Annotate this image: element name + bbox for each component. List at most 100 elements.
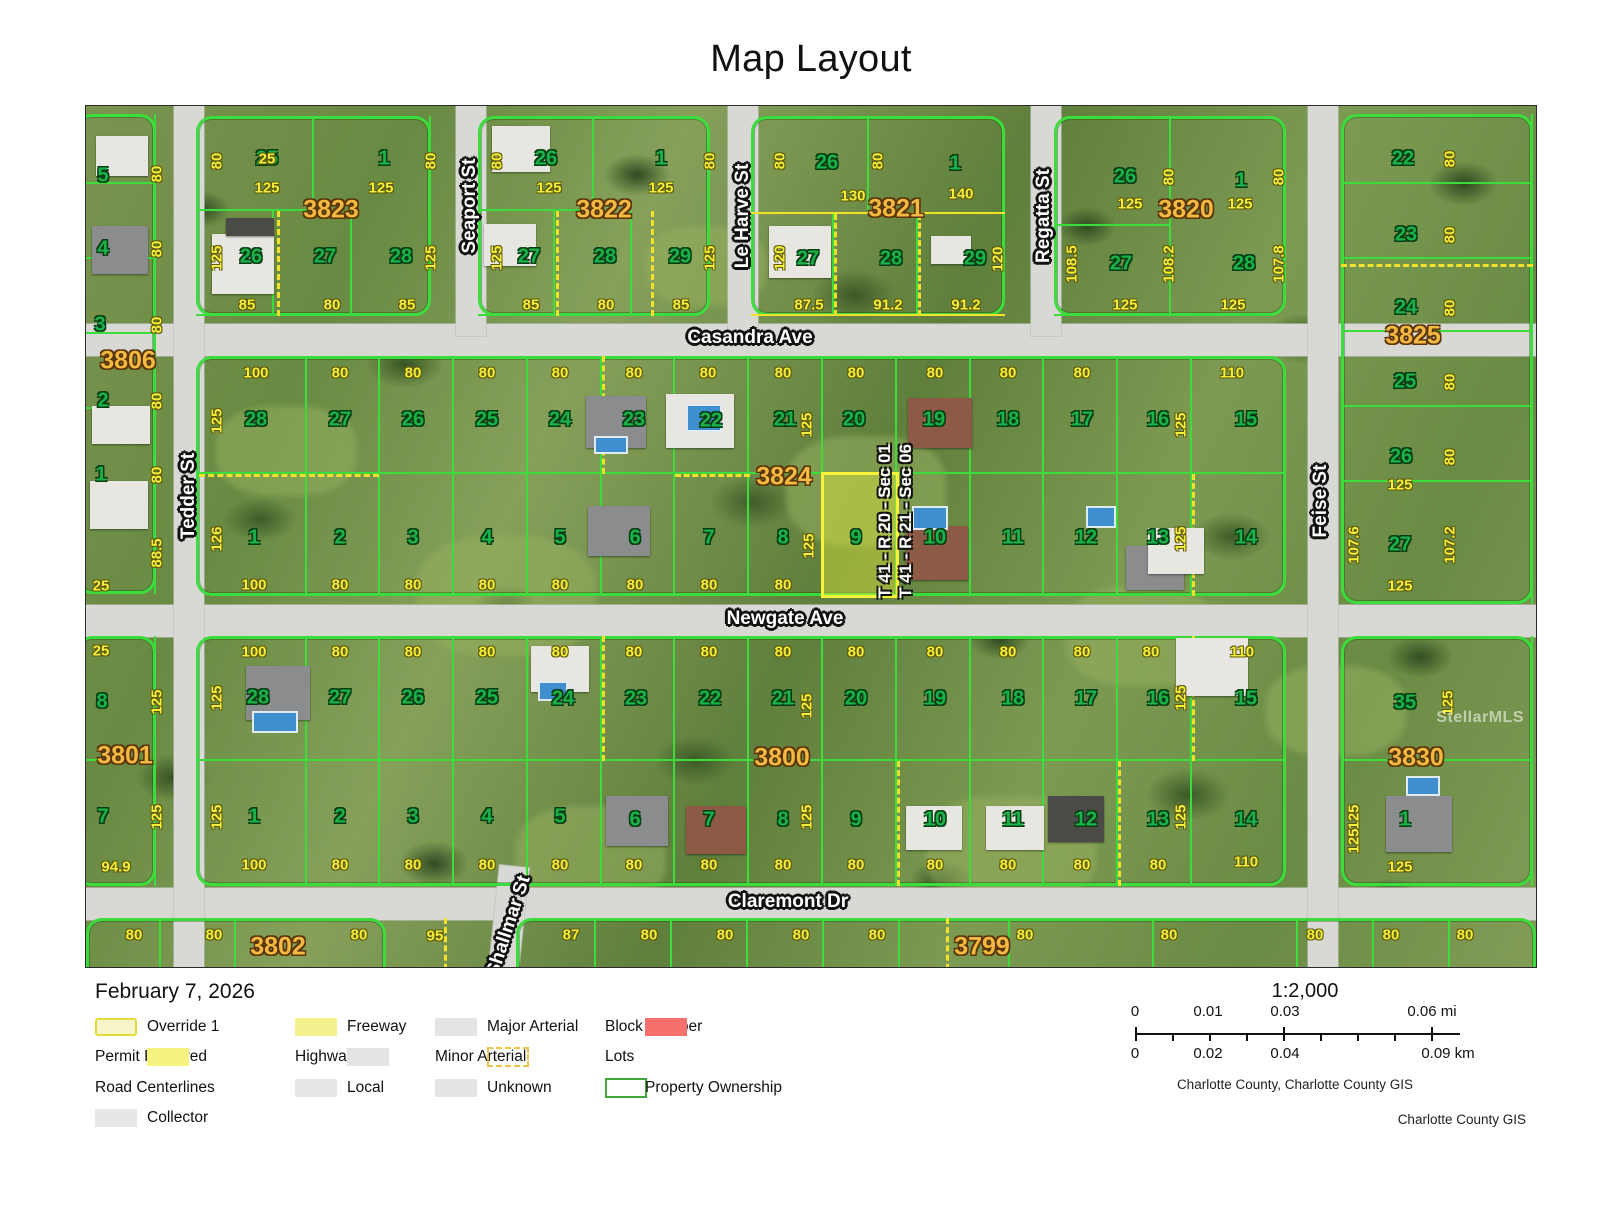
- scale-tick: [1135, 1027, 1137, 1041]
- scale-axis-line: [1135, 1033, 1460, 1035]
- scale-tick: [1172, 1033, 1174, 1041]
- parcel-divider: [823, 356, 897, 474]
- legend-label-local: Local: [347, 1079, 385, 1096]
- parcel-divider: [751, 116, 869, 214]
- parcel-divider: [307, 761, 380, 886]
- parcel-divider: [897, 636, 971, 761]
- parcel-divider: [1192, 761, 1286, 886]
- lot-boundary-dashed: [1341, 264, 1533, 267]
- parcel-divider: [602, 636, 675, 761]
- parcel-block-3802[interactable]: [86, 918, 386, 967]
- parcel-divider: [834, 214, 918, 316]
- parcel-divider: [454, 636, 528, 761]
- subject-lot-highlight[interactable]: [821, 472, 899, 598]
- parcel-divider: [1054, 226, 1171, 316]
- legend-label-highway: Highway: [295, 1048, 355, 1065]
- structure-footprint: [212, 234, 274, 294]
- parcel-divider: [236, 918, 386, 967]
- parcel-divider: [86, 636, 156, 761]
- parcel-divider: [478, 116, 594, 211]
- swimming-pool: [594, 436, 628, 454]
- road-claremont-dr: [86, 888, 1536, 920]
- road-feise-st: [1308, 106, 1338, 967]
- parcel-divider: [380, 761, 454, 886]
- lot-boundary-dashed: [918, 214, 921, 316]
- parcel-divider: [86, 259, 156, 334]
- lot-boundary-dashed: [834, 214, 837, 316]
- swimming-pool: [252, 711, 298, 733]
- parcel-divider: [454, 761, 528, 886]
- parcel-divider: [1298, 918, 1374, 967]
- parcel-divider: [602, 474, 675, 596]
- structure-footprint: [1386, 796, 1452, 852]
- parcel-block-3800[interactable]: [196, 636, 1286, 886]
- legend-grid: Override 1 Freeway Major Arterial Block …: [95, 1018, 795, 1127]
- parcel-block-3824[interactable]: [196, 356, 1286, 596]
- scale-km-tick-0: 0: [1130, 1045, 1140, 1062]
- legend-label-freeway: Freeway: [347, 1018, 407, 1035]
- structure-footprint: [1148, 528, 1204, 574]
- scale-bar: 1:2,000 0 0.01 0.03 0.06 mi 0 0.02 0.04 …: [1060, 980, 1530, 1092]
- parcel-divider: [1341, 259, 1533, 332]
- legend-heading-road-centerlines: Road Centerlines: [95, 1079, 215, 1096]
- legend-label-minor-arterial: Minor Arterial: [435, 1048, 527, 1065]
- scale-tick: [1394, 1033, 1396, 1041]
- parcel-divider: [1374, 918, 1450, 967]
- parcel-divider: [1044, 474, 1118, 596]
- lot-boundary-dashed: [651, 211, 654, 316]
- parcel-divider: [748, 918, 824, 967]
- swimming-pool: [538, 681, 568, 701]
- parcel-divider: [1118, 356, 1192, 474]
- freeway-swatch-icon: [295, 1018, 337, 1036]
- structure-footprint: [226, 218, 274, 236]
- parcel-divider: [897, 761, 971, 886]
- parcel-divider: [86, 409, 156, 489]
- lots-swatch-icon: [487, 1047, 529, 1067]
- parcel-divider: [900, 918, 1010, 967]
- structure-footprint: [96, 136, 148, 176]
- parcel-divider: [749, 636, 823, 761]
- major-arterial-swatch-icon: [435, 1018, 477, 1036]
- parcel-divider: [823, 636, 897, 761]
- lot-boundary-dashed: [946, 918, 949, 967]
- structure-footprint: [92, 406, 150, 444]
- corner-credit: Charlotte County GIS: [1397, 1112, 1526, 1127]
- structure-footprint: [908, 398, 972, 448]
- scale-tick: [1209, 1033, 1211, 1041]
- legend-label-permit-required: Permit Required: [95, 1048, 207, 1065]
- local-swatch-icon: [295, 1079, 337, 1097]
- scale-ratio: 1:2,000: [1271, 980, 1339, 1002]
- lot-boundary-dashed: [602, 636, 605, 761]
- scale-tick: [1357, 1033, 1359, 1041]
- structure-footprint: [492, 126, 550, 172]
- parcel-divider: [672, 918, 748, 967]
- parcel-divider: [1044, 356, 1118, 474]
- scale-mi-tick-1: 0.01: [1193, 1003, 1223, 1020]
- parcel-divider: [1341, 407, 1533, 482]
- scale-km-tick-2: 0.04: [1270, 1045, 1300, 1062]
- structure-footprint: [931, 236, 971, 264]
- legend-label-property-ownership: Property Ownership: [645, 1079, 782, 1096]
- lot-boundary-dashed: [1118, 761, 1121, 886]
- parcel-divider: [86, 918, 161, 967]
- parcel-divider: [749, 474, 823, 596]
- parcel-divider: [86, 761, 156, 886]
- parcel-divider: [555, 211, 632, 316]
- structure-footprint: [986, 806, 1044, 850]
- parcel-divider: [352, 211, 431, 316]
- lot-boundary-dashed: [897, 761, 900, 886]
- parcel-divider: [380, 636, 454, 761]
- structure-footprint: [906, 806, 962, 850]
- scale-mi-tick-3: 0.06 mi: [1407, 1003, 1457, 1020]
- parcel-block-3799[interactable]: [516, 918, 1536, 967]
- road-seaport-st: [456, 106, 486, 336]
- lot-boundary-solid: [751, 212, 1005, 214]
- parcel-divider: [1341, 332, 1533, 407]
- lot-boundary-dashed: [444, 918, 447, 967]
- road-tedder-st: [174, 106, 204, 967]
- lot-boundary-dashed: [1192, 636, 1195, 761]
- scale-tick: [1431, 1027, 1433, 1041]
- structure-footprint: [769, 226, 831, 278]
- parcel-divider: [380, 474, 454, 596]
